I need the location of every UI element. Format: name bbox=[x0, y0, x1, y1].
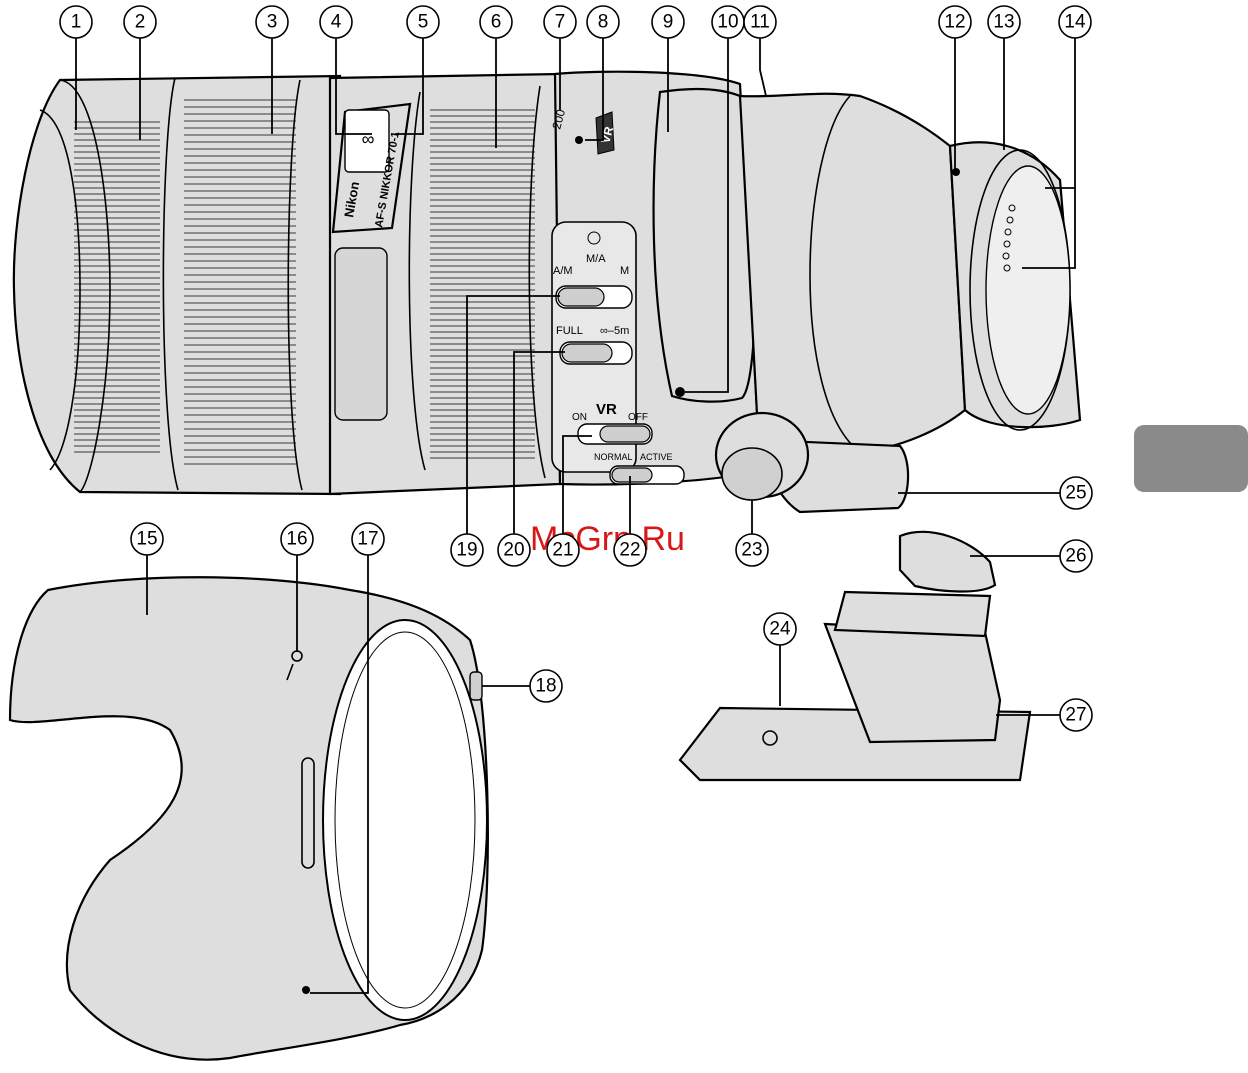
svg-text:15: 15 bbox=[136, 529, 157, 550]
vr-on-label: ON bbox=[572, 412, 587, 423]
callout-20: 20 bbox=[498, 534, 530, 566]
vr-mode-switch-knob[interactable] bbox=[612, 468, 652, 482]
svg-text:19: 19 bbox=[456, 540, 477, 561]
svg-text:8: 8 bbox=[598, 12, 609, 33]
mounting-index bbox=[952, 168, 960, 176]
svg-text:16: 16 bbox=[286, 529, 307, 550]
vr-title-label: VR bbox=[596, 401, 617, 418]
callout-22: 22 bbox=[614, 534, 646, 566]
callout-18: 18 bbox=[530, 670, 562, 702]
callout-16: 16 bbox=[281, 523, 313, 555]
vr-off-label: OFF bbox=[628, 412, 648, 423]
svg-text:2: 2 bbox=[135, 12, 146, 33]
callout-8: 8 bbox=[587, 6, 619, 38]
svg-text:∞: ∞ bbox=[362, 129, 375, 149]
focus-mode-m-label: M bbox=[620, 265, 629, 277]
svg-text:1: 1 bbox=[71, 12, 82, 33]
svg-text:20: 20 bbox=[503, 540, 524, 561]
svg-text:9: 9 bbox=[663, 12, 674, 33]
callout-3: 3 bbox=[256, 6, 288, 38]
focus-mode-switch-knob[interactable] bbox=[558, 288, 604, 306]
svg-text:3: 3 bbox=[267, 12, 278, 33]
svg-text:12: 12 bbox=[944, 12, 965, 33]
lens-hood-opening bbox=[323, 620, 487, 1020]
svg-text:11: 11 bbox=[750, 12, 770, 33]
callout-27: 27 bbox=[1060, 699, 1092, 731]
callout-10: 10 bbox=[712, 6, 744, 38]
svg-text:27: 27 bbox=[1065, 705, 1086, 726]
vr-normal-label: NORMAL bbox=[594, 452, 633, 462]
callout-9: 9 bbox=[652, 6, 684, 38]
svg-text:22: 22 bbox=[619, 540, 640, 561]
callout-14: 14 bbox=[1059, 6, 1091, 38]
callout-17: 17 bbox=[352, 523, 384, 555]
vr-active-label: ACTIVE bbox=[640, 452, 673, 462]
lens-illustration: ∞ Nikon AF-S NIKKOR 70-1 200 VR A/M M/A … bbox=[14, 72, 1080, 512]
rear-element bbox=[986, 166, 1070, 414]
callout-11: 11 bbox=[744, 6, 776, 38]
callout-2: 2 bbox=[124, 6, 156, 38]
hood-setting-index bbox=[302, 986, 310, 994]
focus-limit-switch-knob[interactable] bbox=[562, 344, 612, 362]
svg-text:24: 24 bbox=[769, 619, 791, 640]
tripod-mount-cap bbox=[835, 592, 990, 636]
collar-lock-knob-face[interactable] bbox=[722, 448, 782, 500]
callout-7: 7 bbox=[544, 6, 576, 38]
svg-text:13: 13 bbox=[993, 12, 1014, 33]
zoom-index-dot bbox=[575, 136, 583, 144]
callout-21: 21 bbox=[547, 534, 579, 566]
callout-25: 25 bbox=[1060, 477, 1092, 509]
section-tab bbox=[1134, 425, 1248, 492]
focus-limit-range-label: ∞–5m bbox=[600, 325, 629, 337]
svg-text:21: 21 bbox=[552, 540, 573, 561]
focus-mode-am-label: A/M bbox=[553, 265, 573, 277]
collar-index-dot bbox=[675, 387, 685, 397]
vr-switch-knob[interactable] bbox=[600, 426, 650, 442]
lens-hood-illustration bbox=[10, 577, 488, 1059]
tripod-collar-ring bbox=[654, 89, 756, 402]
svg-text:14: 14 bbox=[1064, 12, 1086, 33]
callout-4: 4 bbox=[320, 6, 352, 38]
svg-text:5: 5 bbox=[418, 12, 429, 33]
callout-26: 26 bbox=[1060, 540, 1092, 572]
callout-24: 24 bbox=[764, 613, 796, 645]
callout-6: 6 bbox=[480, 6, 512, 38]
tripod-mount-illustration bbox=[680, 532, 1030, 780]
callout-5: 5 bbox=[407, 6, 439, 38]
tripod-mount-knob[interactable] bbox=[900, 532, 995, 592]
callout-15: 15 bbox=[131, 523, 163, 555]
callout-19: 19 bbox=[451, 534, 483, 566]
lens-side-panel bbox=[335, 248, 387, 420]
callout-23: 23 bbox=[736, 534, 768, 566]
callout-12: 12 bbox=[939, 6, 971, 38]
focus-limit-full-label: FULL bbox=[556, 325, 583, 337]
focus-mode-ma-label: M/A bbox=[586, 253, 606, 265]
svg-text:7: 7 bbox=[555, 12, 566, 33]
svg-text:10: 10 bbox=[717, 12, 738, 33]
svg-text:23: 23 bbox=[741, 540, 762, 561]
svg-text:18: 18 bbox=[535, 676, 556, 697]
svg-text:4: 4 bbox=[331, 12, 342, 33]
svg-text:6: 6 bbox=[491, 12, 502, 33]
callout-13: 13 bbox=[988, 6, 1020, 38]
svg-text:17: 17 bbox=[357, 529, 378, 550]
hood-lock-button[interactable] bbox=[470, 672, 482, 700]
callout-1: 1 bbox=[60, 6, 92, 38]
svg-text:26: 26 bbox=[1065, 546, 1086, 567]
svg-text:25: 25 bbox=[1065, 483, 1086, 504]
